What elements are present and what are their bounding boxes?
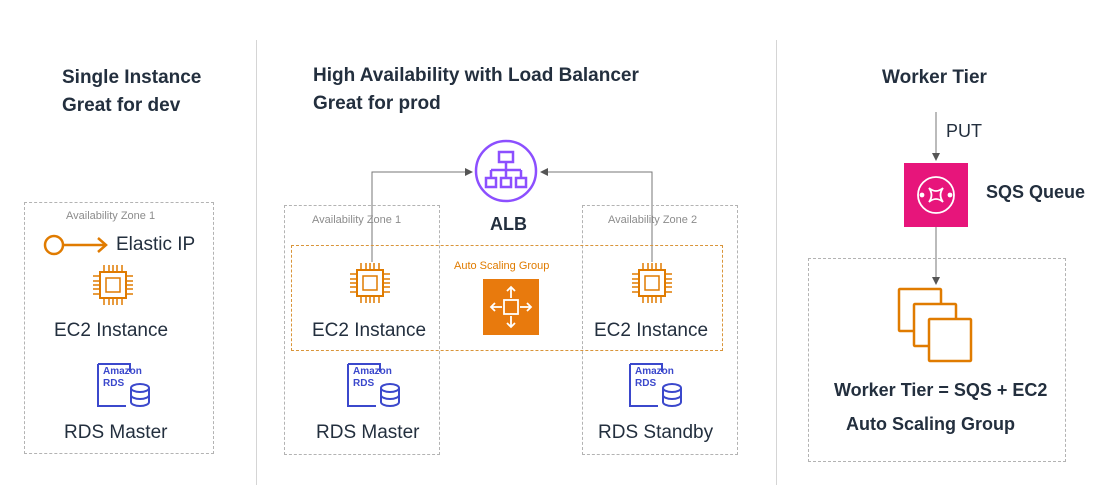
worker-asg-box xyxy=(808,258,1066,462)
ec2-instances-icon xyxy=(897,287,973,363)
auto-scaling-group-label: Auto Scaling Group xyxy=(454,260,550,272)
title-line-1: Single Instance xyxy=(62,67,202,88)
rds-icon-text-2: RDS xyxy=(103,378,125,389)
rds-master-label: RDS Master xyxy=(316,422,420,443)
auto-scaling-group-box xyxy=(291,245,723,351)
single-instance-title: Single Instance Great for dev xyxy=(62,64,201,120)
worker-summary-line-1: Worker Tier = SQS + EC2 xyxy=(834,380,1048,400)
ec2-instance-label-az1: EC2 Instance xyxy=(312,320,427,341)
title-line-2: Great for prod xyxy=(313,93,441,114)
availability-zone-label: Availability Zone 1 xyxy=(66,210,156,222)
rds-icon-text-1: Amazon xyxy=(103,366,142,377)
worker-tier-title: Worker Tier xyxy=(882,67,987,88)
alb-icon xyxy=(474,139,538,203)
alb-label: ALB xyxy=(490,214,527,234)
high-availability-title: High Availability with Load Balancer Gre… xyxy=(313,62,639,118)
sqs-queue-icon xyxy=(904,163,968,227)
availability-zone-box xyxy=(24,202,214,454)
worker-summary-line-2: Auto Scaling Group xyxy=(846,414,1015,434)
divider-right xyxy=(776,40,777,485)
ec2-chip-icon-az1 xyxy=(350,263,390,303)
ec2-chip-icon-az2 xyxy=(632,263,672,303)
elastic-ip-icon xyxy=(43,234,108,256)
title-line-1: High Availability with Load Balancer xyxy=(313,65,639,86)
availability-zone-2-label: Availability Zone 2 xyxy=(608,214,698,226)
rds-icon-az1: Amazon RDS xyxy=(346,362,402,408)
ec2-instance-label: EC2 Instance xyxy=(54,320,169,341)
rds-standby-label: RDS Standby xyxy=(598,422,714,443)
auto-scaling-icon xyxy=(483,279,539,335)
rds-icon-text-2: RDS xyxy=(635,378,657,389)
availability-zone-1-box xyxy=(284,205,440,455)
rds-icon-text-1: Amazon xyxy=(635,366,674,377)
divider-left xyxy=(256,40,257,485)
rds-icon-text-2: RDS xyxy=(353,378,375,389)
put-label: PUT xyxy=(946,121,982,141)
ec2-chip-icon xyxy=(93,265,133,305)
rds-master-label: RDS Master xyxy=(64,422,168,443)
rds-icon-text-1: Amazon xyxy=(353,366,392,377)
ec2-instance-label-az2: EC2 Instance xyxy=(594,320,709,341)
title-line-2: Great for dev xyxy=(62,95,181,116)
availability-zone-1-label: Availability Zone 1 xyxy=(312,214,402,226)
elastic-ip-label: Elastic IP xyxy=(116,234,196,255)
rds-icon-az2: Amazon RDS xyxy=(628,362,684,408)
availability-zone-2-box xyxy=(582,205,738,455)
sqs-queue-label: SQS Queue xyxy=(986,182,1086,202)
rds-icon: Amazon RDS xyxy=(96,362,152,408)
